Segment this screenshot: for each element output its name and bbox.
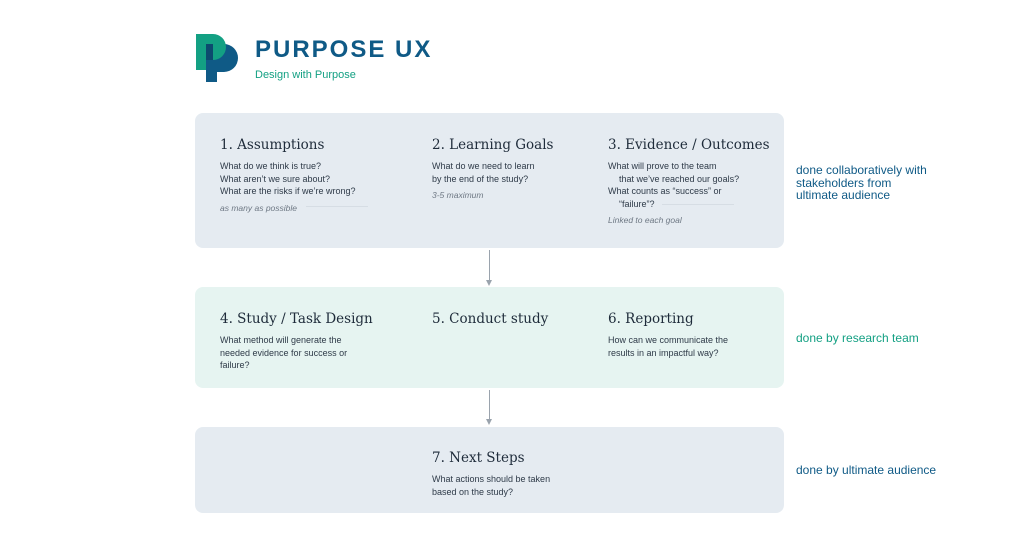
- step-question: What are the risks if we’re wrong?: [220, 186, 356, 196]
- side-label-ultimate-audience: done by ultimate audience: [796, 463, 937, 477]
- note-divider: [662, 204, 734, 205]
- arrow-down-icon: [486, 419, 492, 425]
- side-label-line: done collaboratively with: [796, 163, 927, 177]
- step-next-steps: 7. Next Steps What actions should be tak…: [432, 450, 550, 498]
- step-title: 2. Learning Goals: [432, 137, 554, 153]
- step-question: failure?: [220, 360, 250, 370]
- step-conduct-study: 5. Conduct study: [432, 311, 548, 334]
- step-reporting: 6. Reporting How can we communicate the …: [608, 311, 728, 359]
- side-label-line: ultimate audience: [796, 188, 891, 202]
- step-title: 7. Next Steps: [432, 450, 525, 466]
- step-question: What aren’t we sure about?: [220, 173, 331, 184]
- step-question: results in an impactful way?: [608, 347, 719, 358]
- action-phase-panel: [195, 427, 784, 513]
- step-note: as many as possible: [220, 202, 298, 213]
- brand-title: PURPOSE UX: [255, 36, 433, 63]
- step-question: needed evidence for success or: [220, 347, 348, 358]
- step-question: How can we communicate the: [608, 335, 729, 345]
- step-question: “failure”?: [619, 198, 655, 209]
- step-question: by the end of the study?: [432, 173, 529, 184]
- step-question: What do we need to learn: [432, 161, 535, 171]
- step-question: What actions should be taken: [432, 474, 551, 484]
- step-assumptions: 1. Assumptions What do we think is true?…: [220, 137, 356, 213]
- step-question: What do we think is true?: [220, 161, 322, 171]
- side-label-line: stakeholders from: [796, 175, 892, 190]
- step-question: based on the study?: [432, 486, 514, 497]
- side-label-research-team: done by research team: [796, 331, 919, 345]
- step-title: 4. Study / Task Design: [220, 311, 373, 327]
- step-note: Linked to each goal: [608, 215, 682, 225]
- side-label-collaborative: done collaboratively with stakeholders f…: [796, 164, 927, 202]
- brand-tagline: Design with Purpose: [255, 69, 356, 81]
- step-title: 3. Evidence / Outcomes: [608, 137, 770, 153]
- step-question: What method will generate the: [220, 335, 342, 345]
- step-question: What counts as “success” or: [608, 186, 722, 196]
- step-title: 1. Assumptions: [220, 137, 325, 153]
- step-title: 6. Reporting: [608, 311, 694, 327]
- research-phase-panel: [195, 287, 784, 388]
- step-question: What will prove to the team: [608, 161, 717, 171]
- step-learning-goals: 2. Learning Goals What do we need to lea…: [432, 137, 553, 200]
- note-divider: [306, 206, 368, 207]
- arrow-down-icon: [486, 280, 492, 286]
- step-title: 5. Conduct study: [432, 311, 549, 327]
- step-question: that we’ve reached our goals?: [619, 173, 740, 184]
- purpose-ux-logo-icon: [196, 34, 238, 82]
- step-note: 3-5 maximum: [432, 190, 484, 200]
- step-study-task-design: 4. Study / Task Design What method will …: [220, 311, 373, 372]
- step-evidence-outcomes: 3. Evidence / Outcomes What will prove t…: [608, 137, 770, 225]
- planning-phase-panel: [195, 113, 784, 248]
